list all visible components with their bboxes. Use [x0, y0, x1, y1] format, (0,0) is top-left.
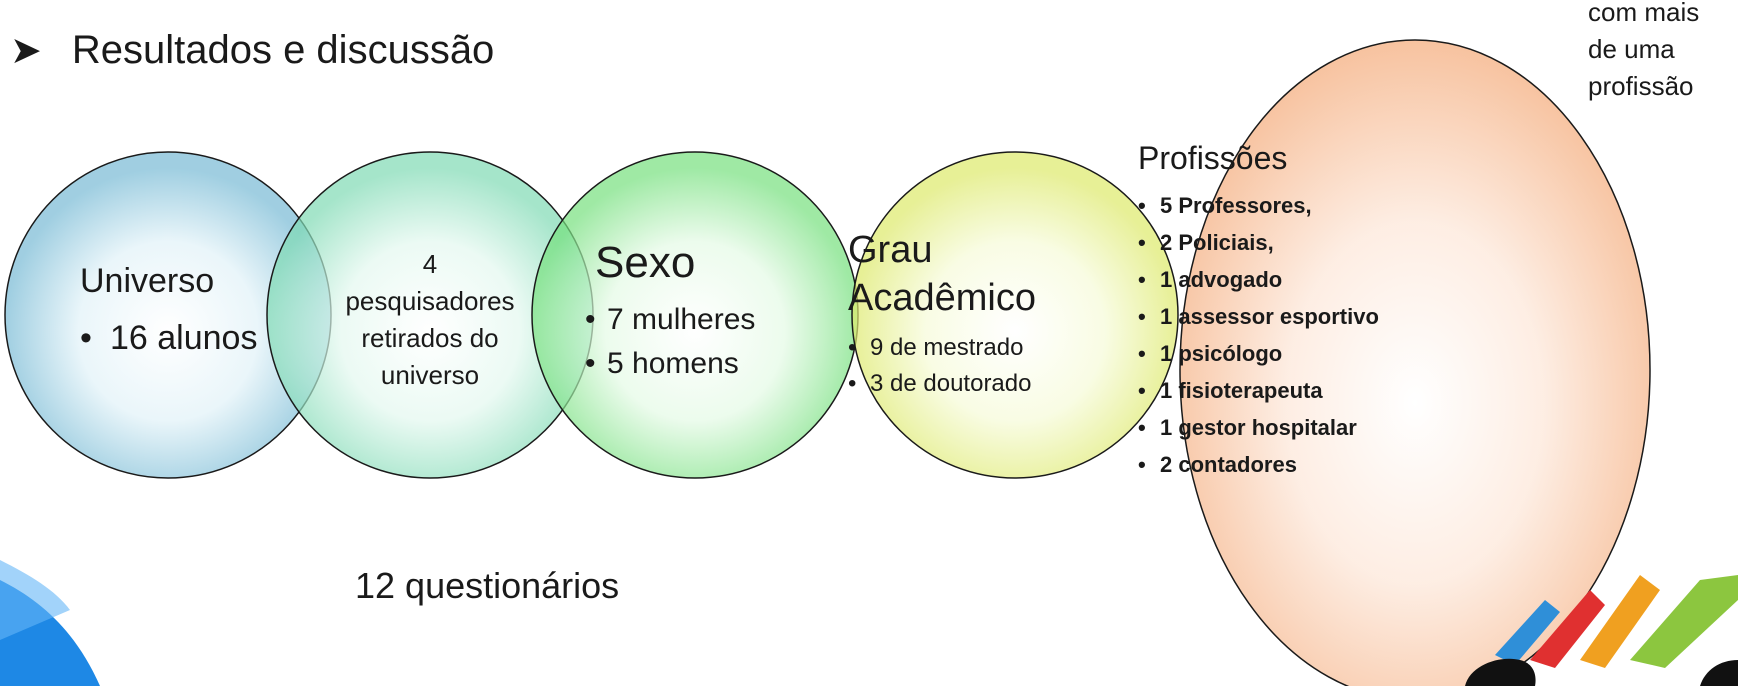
sexo-content: Sexo 7 mulheres 5 homens	[585, 238, 755, 386]
arrow-bullet-icon: ➤	[10, 29, 42, 72]
universo-content: Universo 16 alunos	[80, 262, 257, 358]
profissoes-item: 1 fisioterapeuta	[1138, 372, 1379, 409]
profissoes-item: 2 contadores	[1138, 446, 1379, 483]
logo-icon	[1465, 575, 1738, 686]
profissoes-title: Profissões	[1138, 140, 1288, 176]
profissoes-item: 1 gestor hospitalar	[1138, 409, 1379, 446]
grau-item: 9 de mestrado	[848, 330, 1036, 366]
section-title: Resultados e discussão	[71, 28, 495, 72]
profissoes-item: 1 psicólogo	[1138, 335, 1379, 372]
corner-swoosh-light	[0, 560, 70, 640]
pesquisadores-line: 4	[422, 249, 438, 279]
section-header: ➤ Resultados e discussão	[10, 28, 494, 73]
pesquisadores-line: pesquisadores	[345, 286, 515, 316]
pesquisadores-content: 4 pesquisadores retirados do universo	[325, 246, 535, 394]
questionnaires-count: 12 questionários	[355, 565, 620, 606]
grau-title: Grau Acadêmico	[848, 226, 1036, 322]
universo-title: Universo	[80, 262, 215, 300]
profissoes-content: Profissões 5 Professores, 2 Policiais, 1…	[1138, 140, 1379, 483]
profissoes-item: 2 Policiais,	[1138, 224, 1379, 261]
note-line: profissão	[1588, 71, 1694, 101]
note-line: de uma	[1588, 34, 1675, 64]
note-line: com mais	[1588, 0, 1700, 27]
sexo-item: 7 mulheres	[585, 298, 755, 342]
grau-content: Grau Acadêmico 9 de mestrado 3 de doutor…	[848, 226, 1036, 402]
pesquisadores-line: retirados do	[361, 323, 499, 353]
grau-item: 3 de doutorado	[848, 366, 1036, 402]
pesquisadores-line: universo	[380, 360, 480, 390]
sexo-title: Sexo	[595, 238, 696, 287]
profissoes-item: 1 assessor esportivo	[1138, 298, 1379, 335]
universo-item: 16 alunos	[80, 319, 257, 358]
profissoes-item: 5 Professores,	[1138, 187, 1379, 224]
profession-note: com mais de uma profissão	[1588, 0, 1699, 105]
profissoes-item: 1 advogado	[1138, 261, 1379, 298]
grau-title-line: Grau	[848, 229, 933, 271]
sexo-item: 5 homens	[585, 342, 755, 386]
grau-title-line: Acadêmico	[848, 277, 1036, 319]
